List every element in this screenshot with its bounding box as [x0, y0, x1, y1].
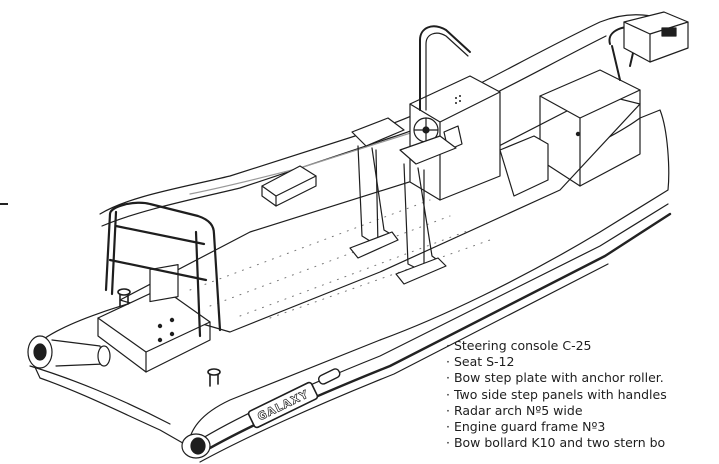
rear-bench: [499, 69, 641, 197]
steering-console: [409, 25, 501, 201]
spec-item-bollards: · Bow bollard K10 and two stern bo: [446, 435, 666, 451]
spec-item-engine-guard: · Engine guard frame Nº3: [446, 419, 606, 435]
spec-list: · Steering console C-25 · Seat S-12 · Bo…: [446, 338, 719, 451]
spec-item-side-step-panels: · Two side step panels with handles: [446, 386, 667, 402]
stern-motor-mount: [623, 11, 689, 63]
anchor-roller: [27, 335, 111, 369]
side-bench: [261, 165, 317, 207]
jockey-seat: [349, 117, 457, 285]
bollards: [117, 288, 221, 387]
bow-rail: [104, 201, 222, 338]
spec-item-steering-console: · Steering console C-25: [446, 338, 592, 353]
spec-item-bow-step-plate: · Bow step plate with anchor roller.: [446, 370, 664, 386]
edge-dash-mark: [0, 203, 8, 205]
spec-item-seat: · Seat S-12: [446, 354, 515, 370]
spec-item-radar-arch: · Radar arch Nº5 wide: [446, 402, 583, 418]
bow-step-panel: [97, 264, 211, 373]
tube-cone-tip: [181, 433, 211, 459]
